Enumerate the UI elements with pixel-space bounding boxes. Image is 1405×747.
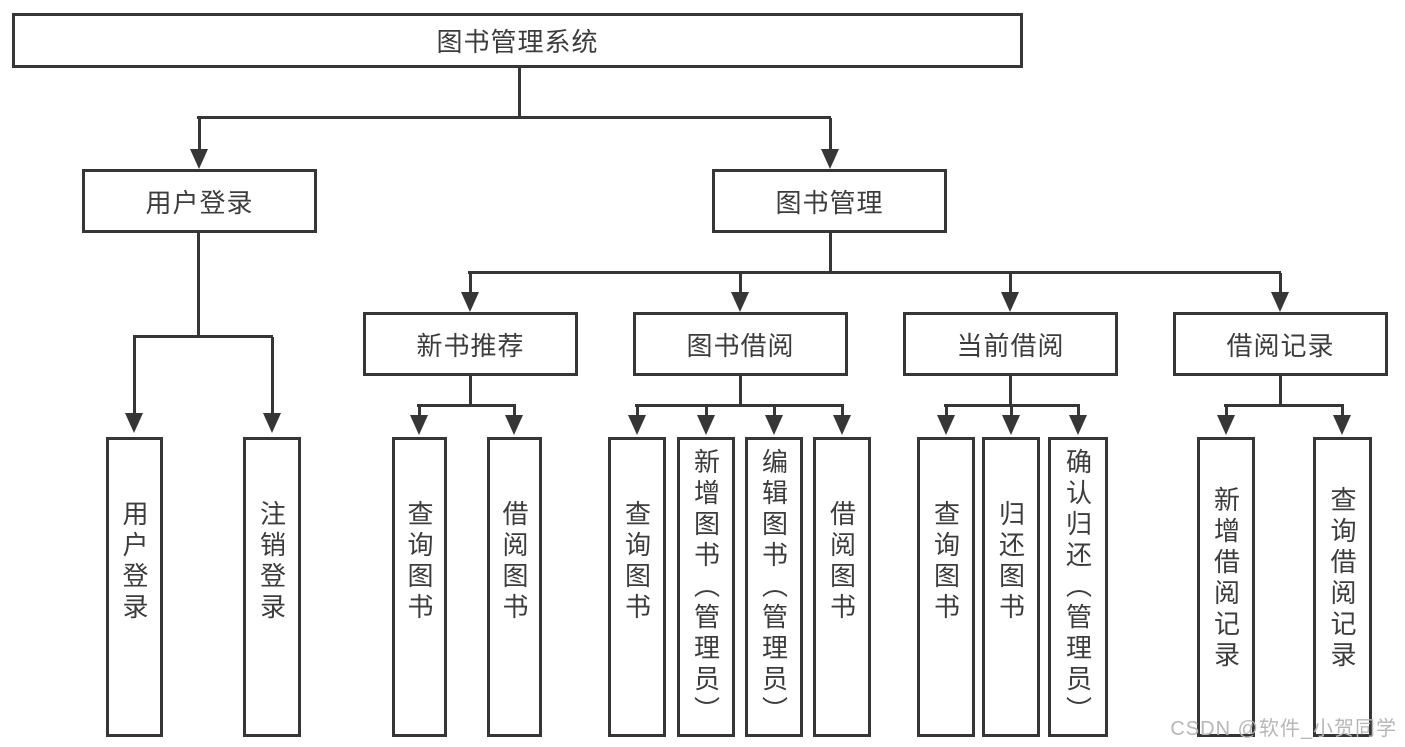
node-book-borrow: 图书借阅	[633, 312, 848, 376]
connector-leaf-shaft-br2	[1341, 406, 1344, 416]
node-book-borrow-label: 图书借阅	[686, 330, 795, 361]
leaf-borrow-query-book-label: 查询图书	[621, 500, 652, 624]
arrowhead-leaf-nb1	[410, 415, 428, 435]
leaf-current-query-book-label: 查询图书	[930, 500, 961, 624]
connector-leaf-shaft-nb1	[418, 406, 421, 416]
connector-current-borrow-shaft	[1009, 273, 1012, 293]
connector-leaf-shaft-cb3	[1077, 406, 1080, 416]
leaf-logout-login-label: 注销登录	[256, 500, 287, 624]
arrowhead-book-mgmt	[821, 149, 839, 169]
arrowhead-leaf-nb2	[505, 415, 523, 435]
connector-current-borrow-stem	[1009, 376, 1012, 406]
arrowhead-leaf-cb3	[1069, 415, 1087, 435]
connector-level3-branch	[468, 271, 1281, 274]
connector-root-stem	[518, 68, 521, 118]
connector-book-borrow-stem	[739, 376, 742, 406]
arrowhead-user-login	[190, 149, 208, 169]
node-user-login-label: 用户登录	[145, 187, 254, 218]
arrowhead-login-leaf1	[125, 413, 143, 433]
connector-leaf-shaft-cb2	[1010, 406, 1013, 416]
arrowhead-current-borrow	[1001, 292, 1019, 312]
connector-new-book-leaf-branch	[417, 404, 516, 407]
leaf-borrow-add-book-admin: 新增图书（管理员）	[677, 437, 735, 737]
connector-user-login-stem	[197, 233, 200, 337]
leaf-current-return-book: 归还图书	[982, 437, 1040, 737]
node-borrow-record-label: 借阅记录	[1226, 330, 1335, 361]
leaf-borrow-add-book-admin-label: 新增图书（管理员）	[690, 447, 721, 727]
node-current-borrow: 当前借阅	[903, 312, 1118, 376]
leaf-record-add-borrow-record-label: 新增借阅记录	[1210, 486, 1241, 672]
connector-level2-branch	[197, 116, 831, 119]
node-book-management-label: 图书管理	[775, 187, 884, 218]
connector-borrow-record-stem	[1279, 376, 1282, 406]
arrowhead-new-book	[461, 292, 479, 312]
node-root: 图书管理系统	[12, 13, 1023, 68]
connector-borrow-record-leaf-branch	[1224, 404, 1344, 407]
leaf-user-login: 用户登录	[106, 437, 163, 737]
leaf-newbook-query-book-label: 查询图书	[404, 500, 434, 624]
leaf-current-return-book-label: 归还图书	[995, 500, 1026, 624]
leaf-borrow-borrow-book-label: 借阅图书	[826, 500, 857, 624]
leaf-borrow-borrow-book: 借阅图书	[813, 437, 871, 737]
leaf-current-confirm-return-admin: 确认归还（管理员）	[1048, 437, 1108, 737]
leaf-record-query-borrow-record-label: 查询借阅记录	[1327, 486, 1357, 672]
node-current-borrow-label: 当前借阅	[956, 330, 1065, 361]
leaf-newbook-borrow-book-label: 借阅图书	[499, 500, 529, 624]
connector-leaf-shaft-bb1	[636, 406, 639, 416]
leaf-newbook-borrow-book: 借阅图书	[487, 437, 542, 737]
arrowhead-book-borrow	[731, 292, 749, 312]
connector-leaf-shaft-br1	[1225, 406, 1228, 416]
arrowhead-leaf-bb2	[697, 415, 715, 435]
node-book-management: 图书管理	[712, 169, 947, 233]
leaf-current-query-book: 查询图书	[917, 437, 975, 737]
connector-login-branch	[133, 335, 273, 338]
connector-current-borrow-leaf-branch	[944, 404, 1080, 407]
arrowhead-leaf-cb2	[1002, 415, 1020, 435]
connector-user-login-shaft	[198, 118, 201, 150]
arrowhead-leaf-bb1	[628, 415, 646, 435]
connector-new-book-stem	[469, 376, 472, 406]
connector-book-borrow-shaft	[739, 273, 742, 293]
connector-book-mgmt-stem	[829, 233, 832, 274]
connector-new-book-shaft	[469, 273, 472, 293]
arrowhead-leaf-br1	[1217, 415, 1235, 435]
arrowhead-login-leaf2	[263, 413, 281, 433]
arrowhead-leaf-bb4	[833, 415, 851, 435]
arrowhead-leaf-br2	[1333, 415, 1351, 435]
connector-leaf-shaft-cb1	[945, 406, 948, 416]
connector-leaf-shaft-bb3	[773, 406, 776, 416]
leaf-current-confirm-return-admin-label: 确认归还（管理员）	[1062, 447, 1093, 727]
node-new-book-recommend: 新书推荐	[363, 312, 578, 376]
connector-leaf-shaft-nb2	[513, 406, 516, 416]
arrowhead-leaf-cb1	[937, 415, 955, 435]
leaf-borrow-edit-book-admin: 编辑图书（管理员）	[745, 437, 803, 737]
connector-leaf-shaft-bb2	[705, 406, 708, 416]
leaf-borrow-edit-book-admin-label: 编辑图书（管理员）	[758, 447, 789, 727]
connector-book-borrow-leaf-branch	[635, 404, 844, 407]
leaf-record-query-borrow-record: 查询借阅记录	[1313, 437, 1372, 737]
leaf-record-add-borrow-record: 新增借阅记录	[1197, 437, 1255, 737]
connector-login-leaf2-shaft	[271, 337, 274, 415]
leaf-user-login-label: 用户登录	[119, 500, 149, 624]
connector-book-mgmt-shaft	[829, 118, 832, 150]
connector-leaf-shaft-bb4	[841, 406, 844, 416]
arrowhead-borrow-record	[1271, 292, 1289, 312]
leaf-newbook-query-book: 查询图书	[392, 437, 447, 737]
leaf-logout-login: 注销登录	[243, 437, 301, 737]
node-root-label: 图书管理系统	[436, 27, 599, 57]
leaf-borrow-query-book: 查询图书	[608, 437, 666, 737]
node-user-login: 用户登录	[82, 169, 317, 233]
arrowhead-leaf-bb3	[765, 415, 783, 435]
connector-borrow-record-shaft	[1279, 273, 1282, 293]
watermark-text: CSDN @软件_小贺同学	[1170, 718, 1397, 740]
node-borrow-record: 借阅记录	[1173, 312, 1388, 376]
connector-login-leaf1-shaft	[133, 337, 136, 415]
node-new-book-recommend-label: 新书推荐	[416, 330, 525, 361]
